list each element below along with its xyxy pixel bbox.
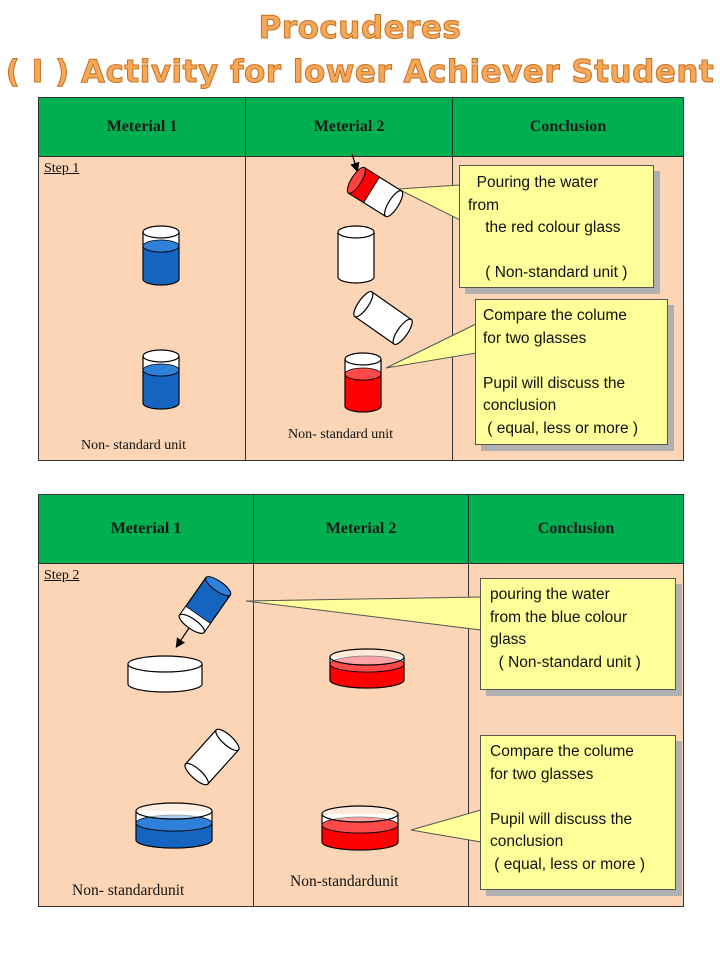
callout-line: the red colour glass xyxy=(468,219,621,236)
header-material-1: Meterial 1 xyxy=(38,494,254,564)
callout-line: conclusion xyxy=(490,833,564,850)
step2-header-row: Meterial 1 Meterial 2 Conclusion xyxy=(38,494,684,564)
callout-line: ​ xyxy=(483,350,667,373)
step1-pour-callout: Pouring the water from the red colour gl… xyxy=(459,165,654,288)
callout-line: ​ xyxy=(468,240,653,263)
step2-compare-callout: Compare the colume for two glasses ​ Pup… xyxy=(480,735,676,890)
callout-line: ( equal, less or more ) xyxy=(490,855,646,873)
step1-unit-label-material1: Non- standard unit xyxy=(81,438,186,453)
callout-line: glass xyxy=(490,631,527,648)
callout-line: pouring the water xyxy=(490,586,610,603)
callout-line: Compare the colume xyxy=(483,307,627,324)
callout-line: Compare the colume xyxy=(490,743,634,760)
callout-line: Pouring the water xyxy=(468,174,599,191)
header-material-1: Meterial 1 xyxy=(38,97,246,157)
step2-material1-cell: Step 2 Non- standardunit xyxy=(38,563,254,907)
callout-line: Pupil will discuss the xyxy=(483,374,626,392)
callout-line: from the blue colour xyxy=(490,608,627,626)
page-title-line2: ( I ) Activity for lower Achiever Studen… xyxy=(5,54,715,91)
header-material-2: Meterial 2 xyxy=(245,97,453,157)
step2-pour-callout: pouring the water from the blue colour g… xyxy=(480,578,676,690)
step1-header-row: Meterial 1 Meterial 2 Conclusion xyxy=(38,97,684,157)
callout-line: ( Non-standard unit ) xyxy=(490,653,641,671)
callout-line: for two glasses xyxy=(490,765,594,783)
callout-line: ( Non-standard unit ) xyxy=(468,264,628,281)
step1-material2-cell: Non- standard unit xyxy=(245,156,453,461)
callout-line: for two glasses xyxy=(483,329,587,347)
step2-unit-label-material2: Non-standardunit xyxy=(290,873,399,890)
page-title-line1: Procuderes xyxy=(258,10,462,47)
header-conclusion: Conclusion xyxy=(468,494,684,564)
callout-line: conclusion xyxy=(483,397,557,414)
step1-label: Step 1 xyxy=(44,161,80,176)
callout-line: from xyxy=(468,196,499,214)
callout-line: ​ xyxy=(490,786,675,809)
step2-unit-label-material1: Non- standardunit xyxy=(72,882,185,899)
step2-material2-cell: Non-standardunit xyxy=(253,563,469,907)
header-conclusion: Conclusion xyxy=(452,97,684,157)
callout-line: Pupil will discuss the xyxy=(490,810,633,828)
header-material-2: Meterial 2 xyxy=(253,494,469,564)
step1-material1-cell: Step 1 Non- standard unit xyxy=(38,156,246,461)
step1-compare-callout: Compare the colume for two glasses ​ Pup… xyxy=(475,299,668,445)
step1-unit-label-material2: Non- standard unit xyxy=(288,427,393,442)
callout-line: ( equal, less or more ) xyxy=(483,419,639,437)
step2-label: Step 2 xyxy=(44,568,80,583)
